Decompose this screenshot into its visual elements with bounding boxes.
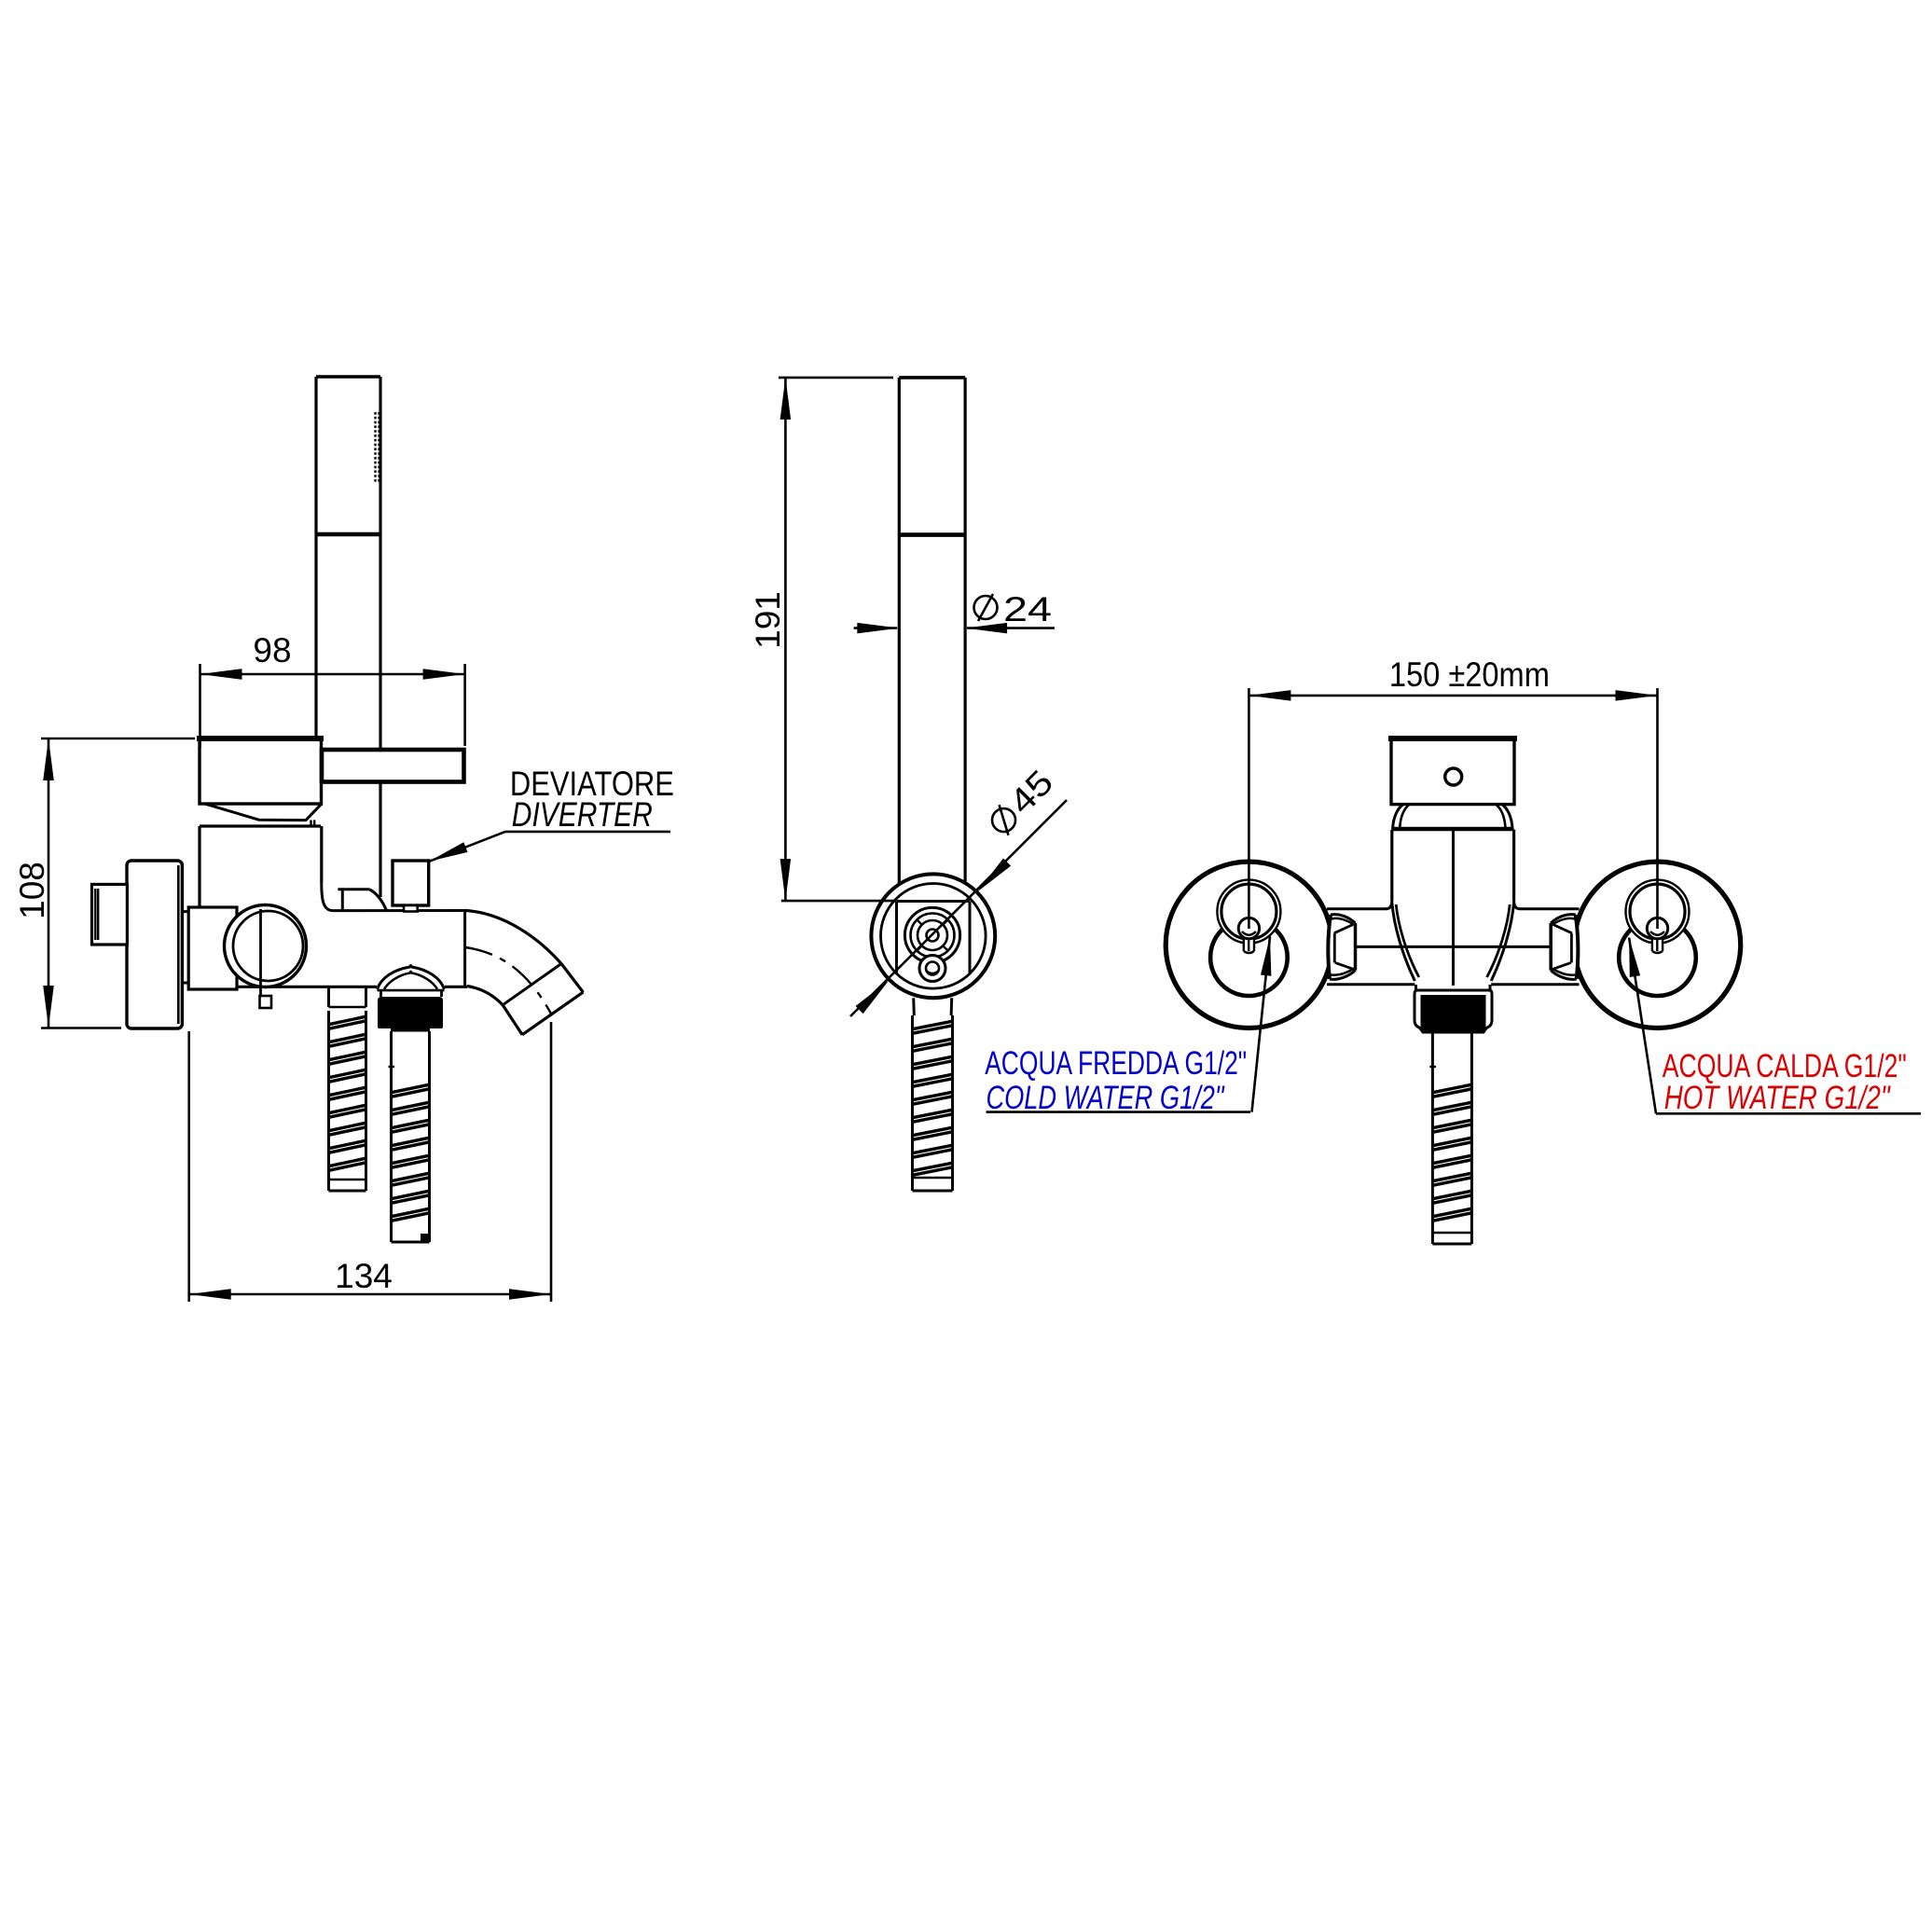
svg-text:HOT WATER G1/2": HOT WATER G1/2" [1664, 1080, 1891, 1116]
svg-text:ACQUA FREDDA G1/2": ACQUA FREDDA G1/2" [985, 1045, 1247, 1082]
svg-text:108: 108 [13, 862, 51, 919]
svg-text:191: 191 [749, 591, 787, 649]
svg-text:DIVERTER: DIVERTER [512, 795, 653, 834]
svg-text:COLD WATER G1/2": COLD WATER G1/2" [987, 1080, 1225, 1116]
svg-text:ACQUA CALDA G1/2": ACQUA CALDA G1/2" [1663, 1048, 1907, 1084]
svg-text:24: 24 [1003, 590, 1052, 628]
svg-text:DEVIATORE: DEVIATORE [510, 765, 674, 803]
svg-text:150 ±20mm: 150 ±20mm [1389, 656, 1550, 694]
svg-text:98: 98 [253, 631, 291, 669]
svg-text:134: 134 [335, 1257, 393, 1295]
